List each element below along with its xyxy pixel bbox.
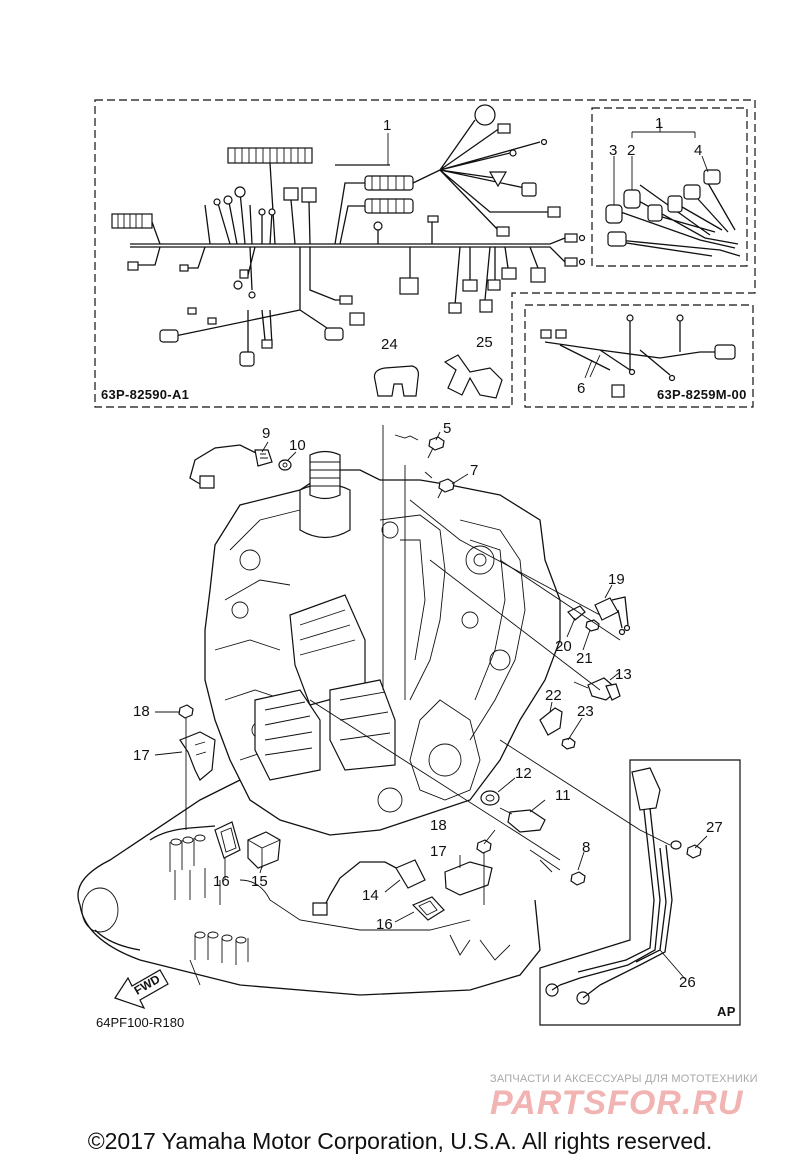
part-19-sensor: [594, 596, 631, 636]
ap-box: [539, 759, 741, 1026]
part-13-sensor: [573, 677, 621, 701]
callout-18-upper: 18: [133, 703, 150, 720]
figure-reference: 64PF100-R180: [96, 1015, 184, 1030]
part-17-bracket-upper: [179, 731, 216, 781]
callout-11: 11: [555, 787, 571, 804]
part-27-bolt: [670, 840, 702, 859]
callout-23: 23: [577, 703, 594, 720]
clamp-24: [373, 365, 419, 397]
callout-19: 19: [608, 571, 625, 588]
leader-lines: [154, 133, 708, 981]
callout-21: 21: [576, 650, 593, 667]
callout-15: 15: [251, 873, 268, 890]
part-16-grommet-lower: [411, 896, 445, 921]
callout-numbers: 1 1 2 3 4 6 24 25 9 10 5 7 19 20 21 13 2…: [133, 115, 723, 991]
part-8-bolt: [529, 849, 586, 886]
bottom-cowling: [77, 779, 541, 996]
part-12-grommet: [480, 790, 500, 806]
part-21-bolt: [585, 619, 600, 632]
engine-block: [204, 425, 561, 836]
sensor-subharness: [605, 122, 741, 257]
part-11-sensor: [499, 807, 546, 833]
part-15-cap: [247, 831, 281, 869]
callout-8: 8: [582, 839, 590, 856]
subharness-6: [540, 314, 736, 398]
fwd-arrow: FWD: [114, 969, 169, 1010]
callout-27: 27: [706, 819, 723, 836]
callout-18-lower: 18: [430, 817, 447, 834]
part-22-bracket: [539, 707, 563, 736]
watermark-tagline: ЗАПЧАСТИ И АКСЕССУАРЫ ДЛЯ МОТОТЕХНИКИ: [490, 1073, 758, 1085]
ap-label: AP: [717, 1004, 736, 1019]
part-23-bolt: [561, 737, 576, 750]
callout-14: 14: [362, 887, 379, 904]
part-14-sensor: [312, 859, 426, 916]
harness-part-code: 63P-82590-A1: [101, 387, 189, 402]
callout-2: 2: [627, 142, 635, 159]
callout-3: 3: [609, 142, 617, 159]
callout-9: 9: [262, 425, 270, 442]
part-10-washer: [278, 459, 292, 471]
callout-24: 24: [381, 336, 398, 353]
callout-4: 4: [694, 142, 702, 159]
part-9-sensor: [189, 444, 273, 489]
callout-1-inset: 1: [655, 115, 663, 132]
callout-25: 25: [476, 334, 493, 351]
callout-26: 26: [679, 974, 696, 991]
watermark-brand: PARTSFOR.RU: [490, 1084, 744, 1122]
callout-5: 5: [443, 420, 451, 437]
callout-12: 12: [515, 765, 532, 782]
callout-7: 7: [470, 462, 478, 479]
part-20-clip: [567, 605, 586, 621]
callout-17-upper: 17: [133, 747, 150, 764]
harness-box: [94, 99, 756, 408]
main-wire-harness: [111, 104, 586, 367]
part-18-bolt-upper: [178, 704, 194, 730]
part-16-grommet-upper: [214, 821, 241, 859]
callout-10: 10: [289, 437, 306, 454]
part-7-bolt: [424, 471, 455, 499]
copyright-notice: ©2017 Yamaha Motor Corporation, U.S.A. A…: [87, 1128, 713, 1154]
part-26-battery-cable: [545, 767, 673, 1005]
callout-17-lower: 17: [430, 843, 447, 860]
clamp-25: [443, 354, 503, 399]
callout-1: 1: [383, 117, 391, 134]
callout-13: 13: [615, 666, 632, 683]
callout-20: 20: [555, 638, 572, 655]
callout-16-upper: 16: [213, 873, 230, 890]
callout-22: 22: [545, 687, 562, 704]
callout-6: 6: [577, 380, 585, 397]
callout-16-lower: 16: [376, 916, 393, 933]
part-17-bracket-lower: [444, 861, 493, 896]
subharness-part-code: 63P-8259M-00: [657, 387, 747, 402]
part-18-bolt-lower: [476, 839, 492, 862]
